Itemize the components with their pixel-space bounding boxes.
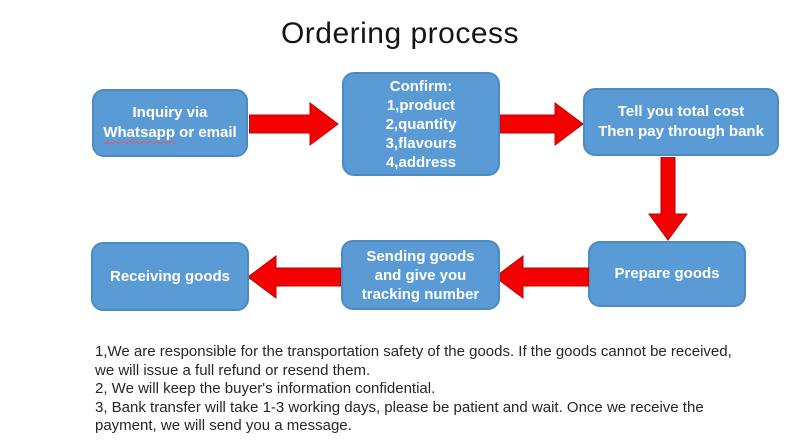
- misspelled-word: Whatsapp: [103, 124, 175, 141]
- arrow-right-icon: [500, 102, 584, 146]
- flow-step-total-cost: Tell you total cost Then pay through ban…: [583, 88, 779, 156]
- note-item: 1,We are responsible for the transportat…: [95, 343, 732, 379]
- flow-step-confirm: Confirm: 1,product 2,quantity 3,flavours…: [342, 72, 500, 176]
- arrow-right-icon: [249, 102, 339, 146]
- flow-step-label: Tell you total cost: [617, 103, 745, 120]
- arrow-left-icon: [494, 255, 589, 299]
- flow-step-label-rest: or email: [174, 124, 237, 141]
- flow-step-label: Confirm:: [389, 77, 453, 95]
- arrow-left-icon: [247, 255, 341, 299]
- flow-step-label: 1,product: [386, 96, 456, 114]
- note-item: 3, Bank transfer will take 1-3 working d…: [95, 398, 704, 435]
- flow-step-label: tracking number: [361, 285, 480, 303]
- flow-step-inquiry: Inquiry via Whatsapp or email: [92, 89, 248, 157]
- flow-step-label: Receiving goods: [109, 267, 231, 285]
- notes-block: 1,We are responsible for the transportat…: [95, 343, 750, 436]
- flow-step-label: 4,address: [385, 153, 457, 171]
- flow-step-label: Inquiry via: [132, 104, 208, 121]
- flow-step-label: Whatsapp or email: [103, 123, 236, 143]
- flow-step-label: 3,flavours: [385, 134, 457, 152]
- flow-step-label: Prepare goods: [614, 265, 720, 282]
- flow-step-prepare: Prepare goods: [588, 241, 746, 307]
- page-title: Ordering process: [280, 17, 520, 50]
- flow-step-label: Sending goods: [366, 247, 475, 265]
- flow-step-label: Then pay through bank: [598, 123, 764, 140]
- flow-step-label: and give you: [374, 266, 467, 284]
- flow-step-sending: Sending goods and give you tracking numb…: [341, 240, 500, 310]
- note-item: 2, We will keep the buyer's information …: [95, 380, 436, 398]
- flow-step-receiving: Receiving goods: [91, 242, 249, 311]
- arrow-down-icon: [648, 157, 688, 241]
- flow-step-label: 2,quantity: [385, 115, 457, 133]
